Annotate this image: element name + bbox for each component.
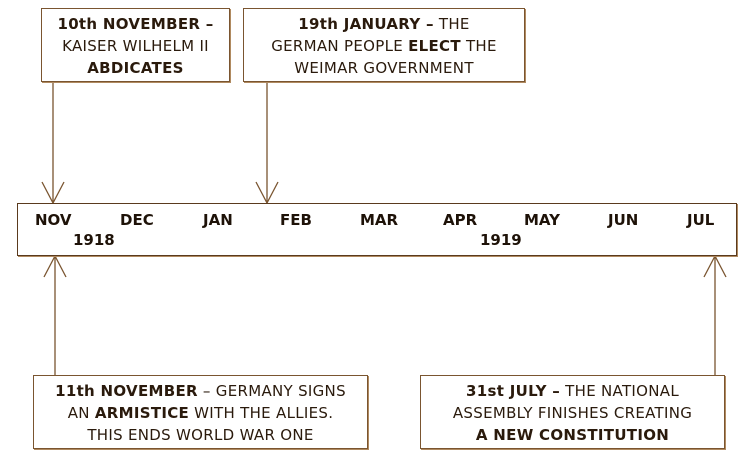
event-text: KAISER WILHELM II bbox=[62, 37, 209, 55]
event-text: WITH THE ALLIES. bbox=[189, 404, 334, 422]
event-text-line: KAISER WILHELM II bbox=[42, 35, 229, 57]
event-text: ASSEMBLY FINISHES CREATING bbox=[452, 404, 693, 422]
month-label: DEC bbox=[120, 211, 154, 229]
event-text: – GERMANY SIGNS bbox=[197, 382, 346, 400]
event-text-bold: ARMISTICE bbox=[94, 404, 190, 422]
event-text: THE bbox=[433, 15, 470, 33]
event-text-line: 10th NOVEMBER – bbox=[42, 13, 229, 35]
event-text-bold: A NEW CONSTITUTION bbox=[475, 426, 670, 444]
month-label: APR bbox=[443, 211, 478, 229]
event-text-bold: 19th JANUARY – bbox=[298, 15, 434, 33]
event-text: GERMAN PEOPLE bbox=[271, 37, 409, 55]
event-text: THE bbox=[460, 37, 497, 55]
event-text-line: 31st JULY – THE NATIONAL bbox=[421, 380, 724, 402]
event-text-bold: 11th NOVEMBER bbox=[55, 382, 198, 400]
event-text: THE NATIONAL bbox=[560, 382, 679, 400]
month-label: NOV bbox=[35, 211, 72, 229]
year-label-1918: 1918 bbox=[73, 231, 115, 249]
event-text-bold: ELECT bbox=[408, 37, 461, 55]
month-label: JUL bbox=[687, 211, 715, 229]
timeline-bar: NOV DEC JAN FEB MAR APR MAY JUN JUL 1918… bbox=[17, 203, 737, 256]
event-text-line: THIS ENDS WORLD WAR ONE bbox=[34, 424, 367, 446]
event-text-bold: 10th NOVEMBER – bbox=[57, 15, 214, 33]
event-text-line: ABDICATES bbox=[42, 57, 229, 79]
event-text-bold: ABDICATES bbox=[87, 59, 184, 77]
event-box-new-constitution: 31st JULY – THE NATIONAL ASSEMBLY FINISHE… bbox=[420, 375, 725, 449]
month-label: FEB bbox=[280, 211, 312, 229]
year-label-1919: 1919 bbox=[480, 231, 522, 249]
month-label: MAY bbox=[524, 211, 560, 229]
month-label: MAR bbox=[360, 211, 399, 229]
month-label: JAN bbox=[203, 211, 233, 229]
month-label: JUN bbox=[608, 211, 639, 229]
event-text-line: A NEW CONSTITUTION bbox=[421, 424, 724, 446]
event-text-line: 19th JANUARY – THE bbox=[244, 13, 524, 35]
event-text: THIS ENDS WORLD WAR ONE bbox=[87, 426, 314, 444]
event-text-bold: 31st JULY – bbox=[466, 382, 561, 400]
event-text-line: GERMAN PEOPLE ELECT THE bbox=[244, 35, 524, 57]
event-text-line: WEIMAR GOVERNMENT bbox=[244, 57, 524, 79]
event-text-line: AN ARMISTICE WITH THE ALLIES. bbox=[34, 402, 367, 424]
event-text-line: ASSEMBLY FINISHES CREATING bbox=[421, 402, 724, 424]
event-box-kaiser-abdicates: 10th NOVEMBER – KAISER WILHELM II ABDICATE… bbox=[41, 8, 230, 82]
event-text: AN bbox=[67, 404, 95, 422]
event-text-line: 11th NOVEMBER – GERMANY SIGNS bbox=[34, 380, 367, 402]
event-text: WEIMAR GOVERNMENT bbox=[294, 59, 474, 77]
